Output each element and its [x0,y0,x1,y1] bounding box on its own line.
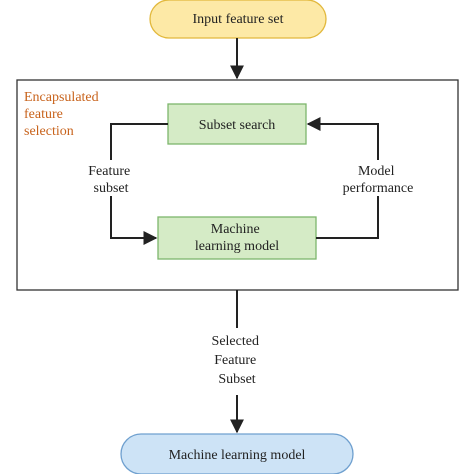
encapsulated-feature-selection-group: Encapsulated feature selection [16,79,459,291]
group-label: Encapsulated feature selection [24,90,102,139]
machine-learning-model-inner-line: learning model [195,239,279,254]
selected-feature-subset-label-line: Selected [212,334,259,349]
input-feature-set-label: Input feature set [193,12,284,27]
machine-learning-model-inner-shape [157,216,317,260]
selected-feature-subset-label-line: Subset [218,372,255,387]
model-performance-label: Model performance [343,164,414,196]
feature-subset-label-line: Feature [88,164,130,179]
machine-learning-model-final-shape [120,433,354,474]
group-label-line: selection [24,124,74,139]
subset-search-label: Subset search [199,118,276,133]
machine-learning-model-final-label: Machine learning model [169,448,306,463]
feature-subset-label-line: subset [94,181,129,196]
model-performance-label-line: Model [358,164,395,179]
group-label-line: feature [24,107,63,122]
feature-subset-label: Feature subset [88,164,133,196]
subset-search-shape [167,103,307,145]
machine-learning-model-inner-line: Machine [211,222,260,237]
edge-feature-subset-lower [110,196,158,245]
selected-feature-subset-label: Selected Feature Subset [212,334,263,387]
edge-model-performance-lower [316,196,379,239]
input-feature-set-node: Input feature set [149,0,327,39]
group-label-line: Encapsulated [24,90,99,105]
subset-search-node: Subset search [167,103,307,145]
machine-learning-model-final-node: Machine learning model [120,433,354,474]
model-performance-label-line: performance [343,181,414,196]
selected-feature-subset-label-line: Feature [214,353,256,368]
machine-learning-model-inner-node: Machine learning model [157,216,317,260]
edge-feature-subset-upper [110,123,168,160]
edge-model-performance-upper [306,117,379,160]
machine-learning-model-inner-label: Machine learning model [195,222,279,254]
